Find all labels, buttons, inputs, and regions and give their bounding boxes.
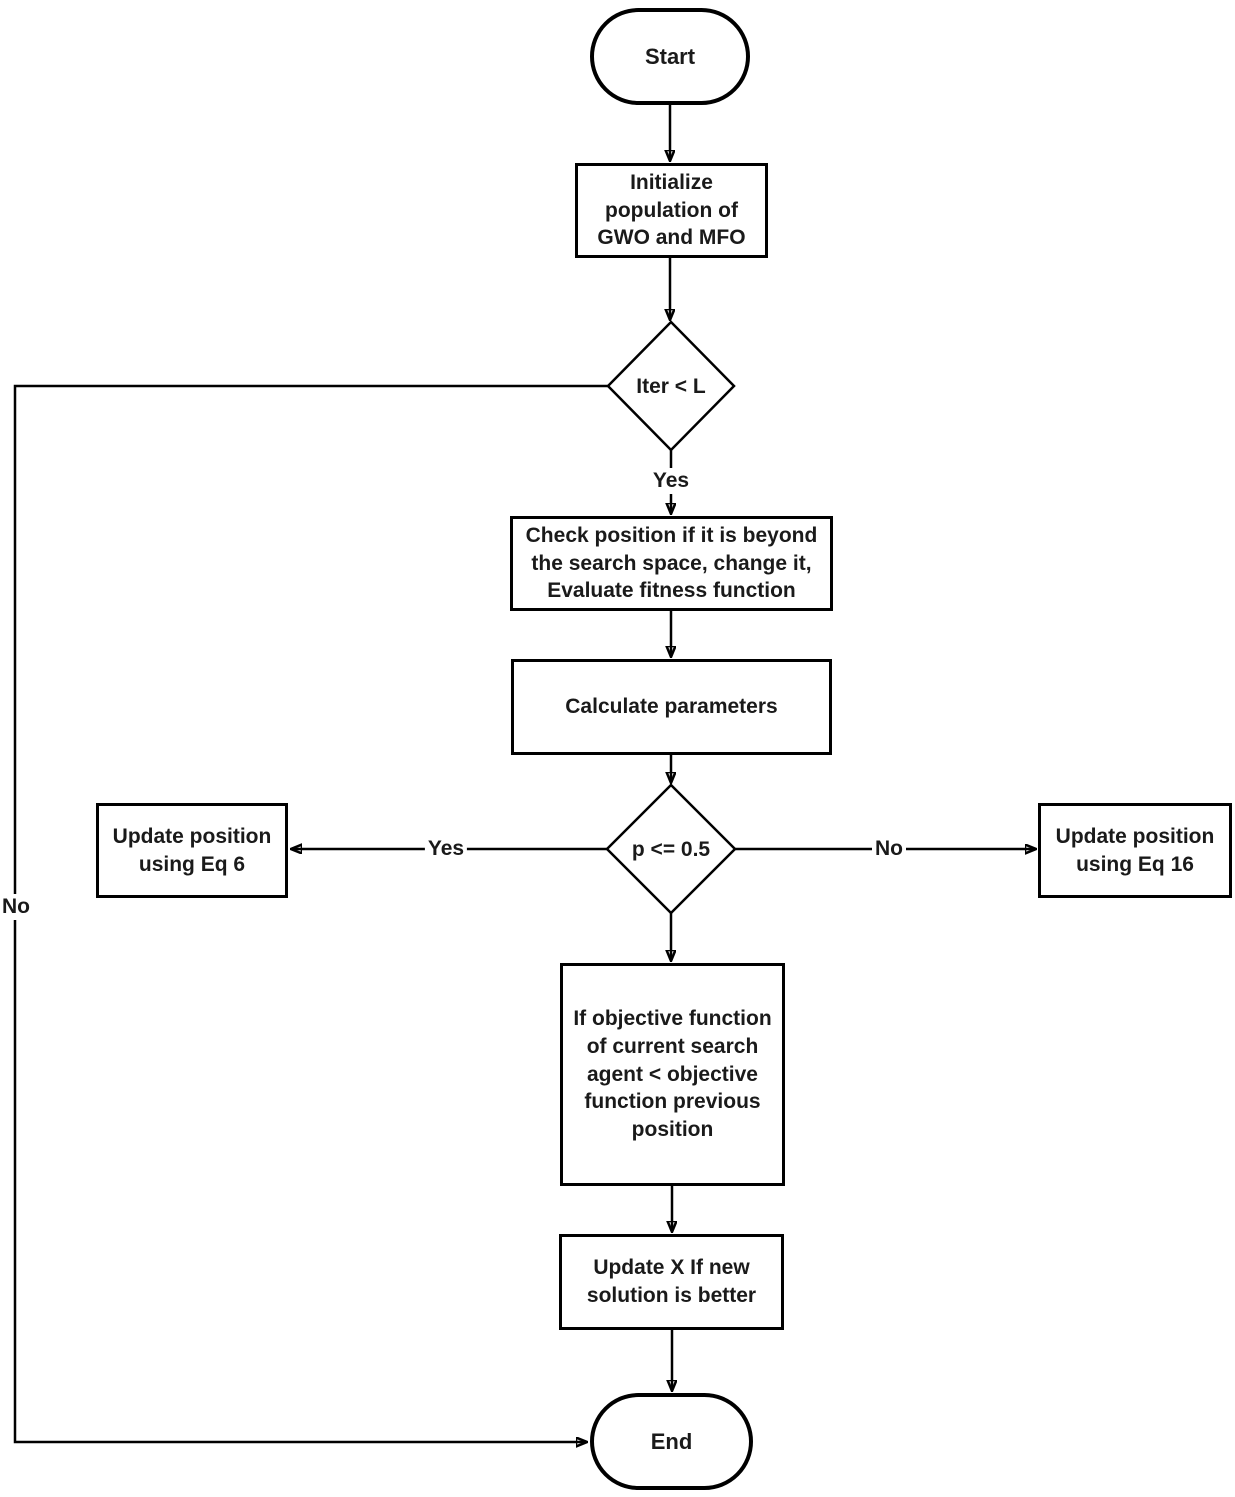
node-initialize-population-label: Initialize population of GWO and MFO	[597, 170, 746, 250]
node-update-x: Update X If new solution is better	[559, 1234, 784, 1330]
node-end: End	[590, 1393, 753, 1490]
node-calculate-parameters: Calculate parameters	[511, 659, 832, 755]
node-end-label: End	[650, 1428, 693, 1454]
node-check-position-label: Check position if it is beyond the searc…	[525, 523, 818, 603]
edge-label-p-yes: Yes	[424, 836, 468, 862]
node-check-position: Check position if it is beyond the searc…	[510, 516, 833, 611]
node-start: Start	[590, 8, 750, 105]
node-objective-compare: If objective function of current search …	[560, 963, 785, 1186]
node-iter-decision-label: Iter < L	[636, 375, 706, 398]
node-calculate-parameters-label: Calculate parameters	[565, 695, 778, 719]
node-objective-compare-label: If objective function of current search …	[573, 1007, 772, 1142]
node-initialize-population: Initialize population of GWO and MFO	[575, 163, 768, 258]
decision-iter-diamond	[606, 320, 736, 452]
node-p-decision-label: p <= 0.5	[631, 838, 711, 861]
decision-p-diamond	[605, 783, 737, 915]
edge-label-iter-yes: Yes	[649, 468, 693, 494]
node-update-eq6-label: Update position using Eq 6	[112, 824, 272, 876]
edge-label-iter-no: No	[0, 894, 33, 920]
edge-label-p-no: No	[872, 836, 906, 862]
node-update-x-label: Update X If new solution is better	[586, 1256, 757, 1307]
node-update-eq6: Update position using Eq 6	[96, 803, 288, 898]
node-update-eq16-label: Update position using Eq 16	[1055, 824, 1215, 876]
node-start-label: Start	[644, 43, 696, 69]
node-update-eq16: Update position using Eq 16	[1038, 803, 1232, 898]
